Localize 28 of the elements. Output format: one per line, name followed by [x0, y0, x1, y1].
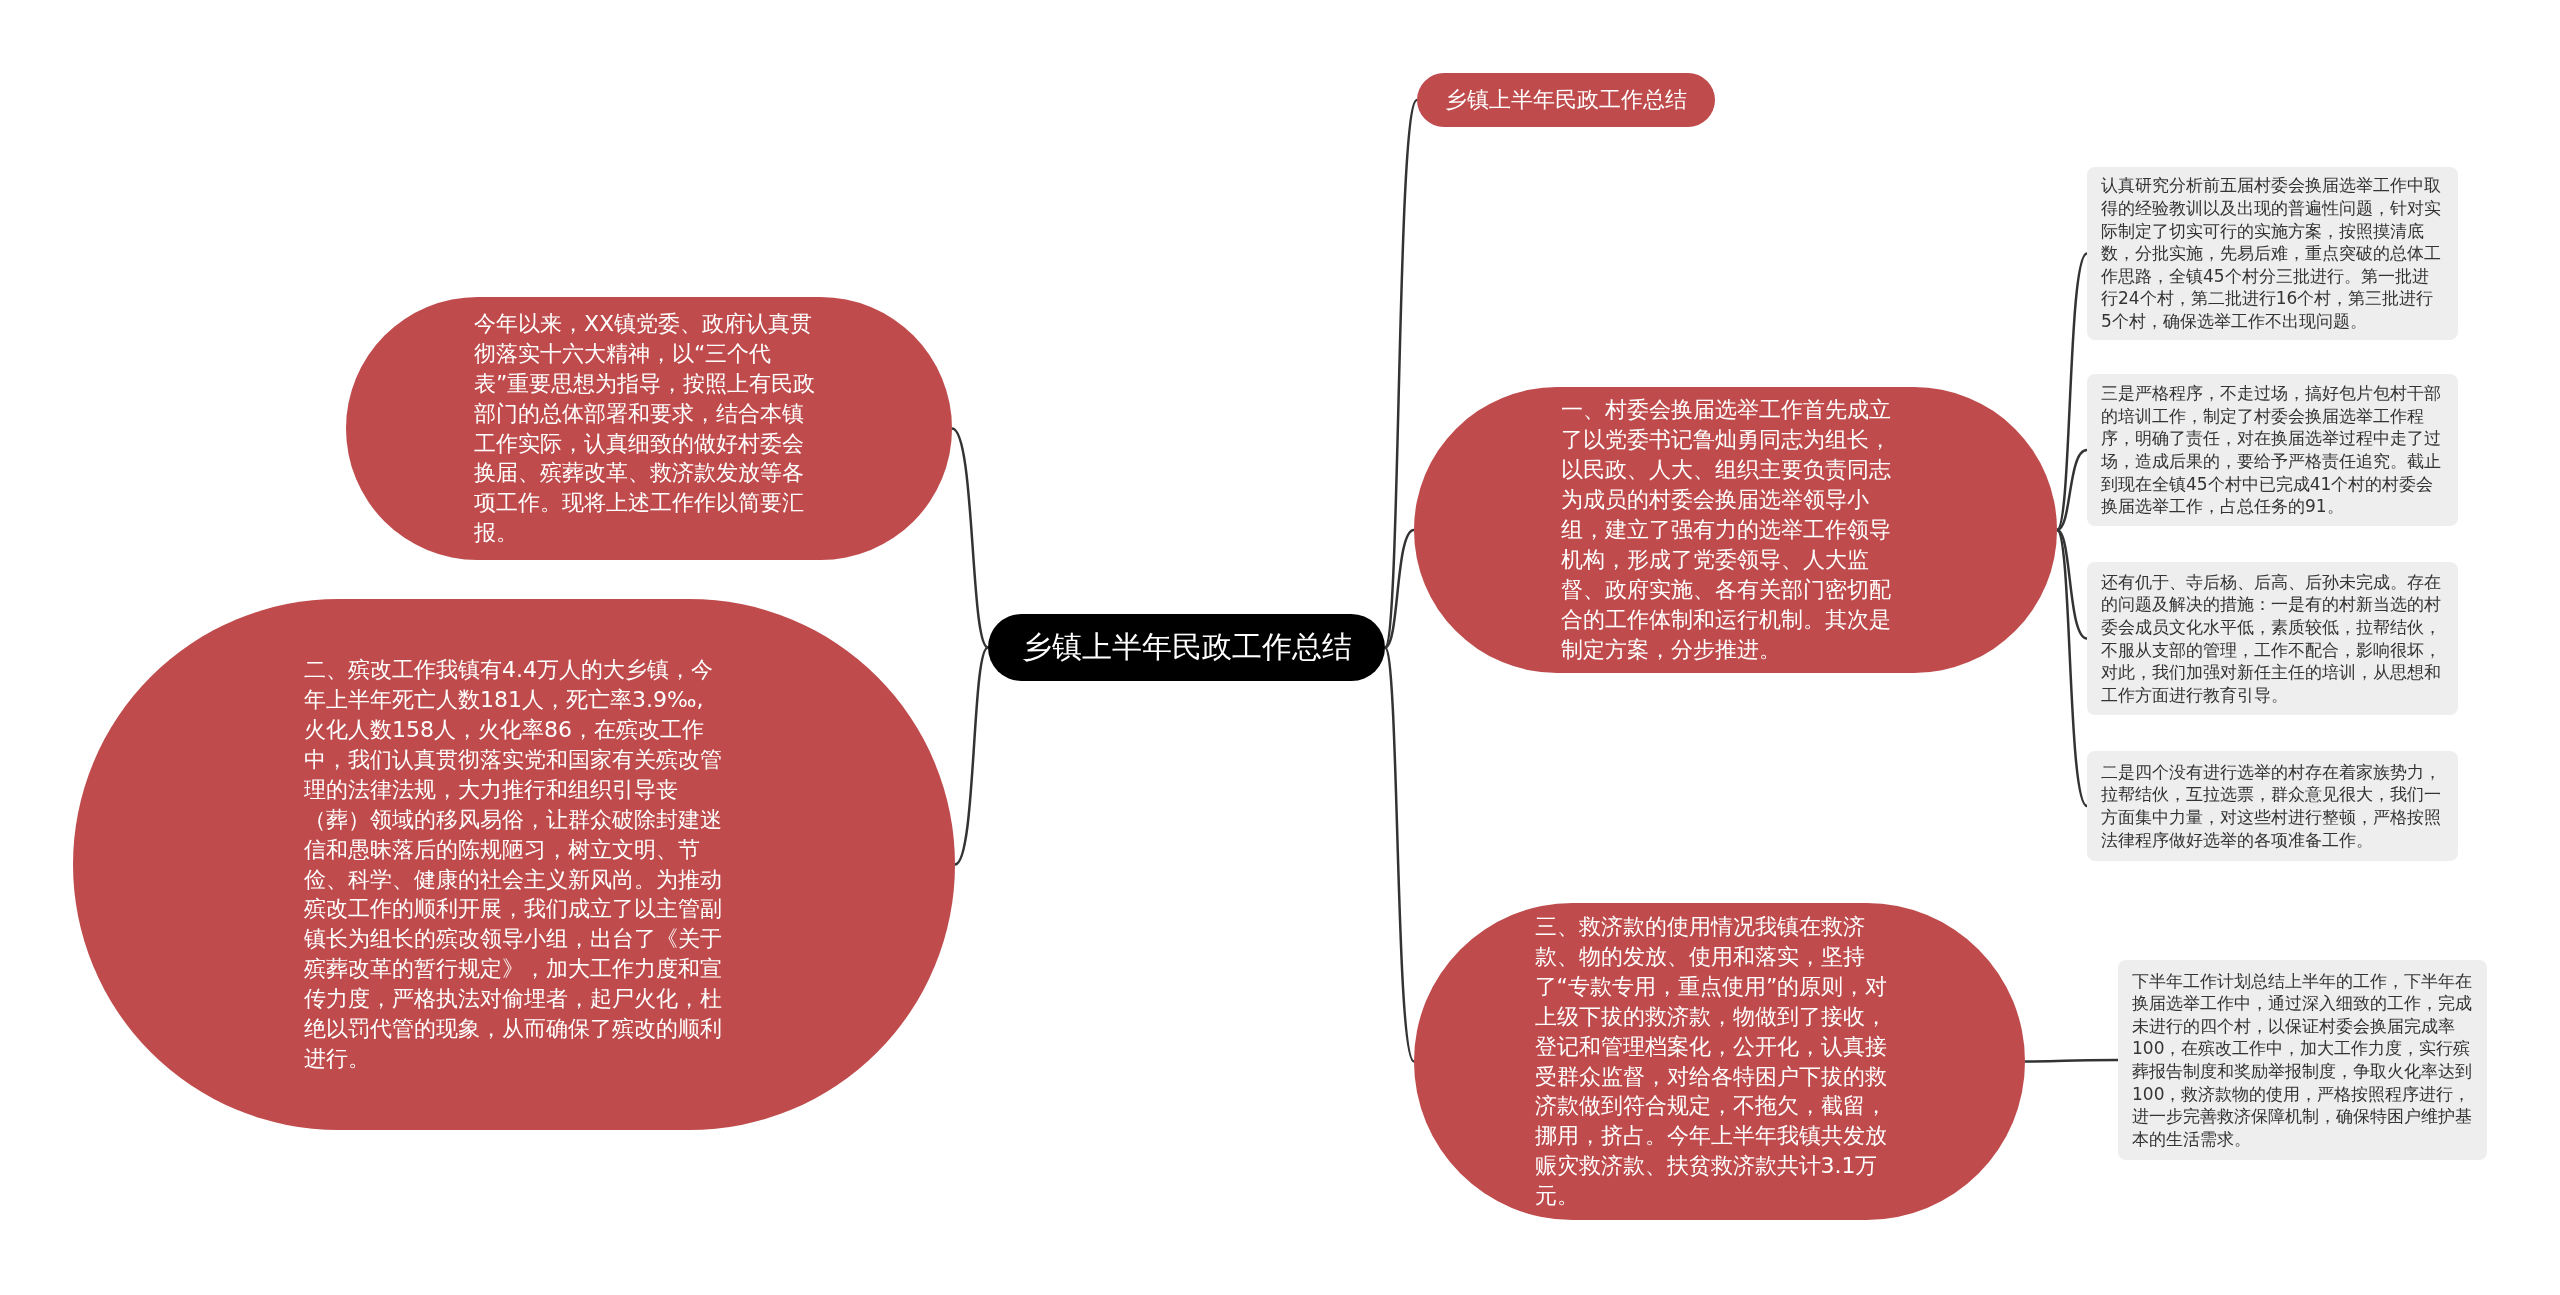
note-text: 下半年工作计划总结上半年的工作，下半年在换届选举工作中，通过深入细致的工作，完成未进行的四个村，以保证村委会换届完成率100，在殡改工作中，加大工作力度，实行殡葬报告制度和奖励举报制度，争取火化率达到100，救济款物的使用，严格按照程序进行，进一步完善救济保障机制，确保特困户维护基本的生活需求。	[2132, 969, 2473, 1151]
connector-line	[2055, 252, 2088, 531]
connector-line	[1383, 647, 1416, 1063]
connector-line	[2056, 528, 2088, 640]
connector-line	[1383, 99, 1419, 648]
connector-line	[951, 427, 989, 649]
connector-line	[1384, 528, 1415, 649]
note-card	[2087, 562, 2458, 715]
topic-text: 乡镇上半年民政工作总结	[1021, 628, 1352, 666]
note-card	[2087, 374, 2458, 526]
connector-line	[2025, 1058, 2118, 1063]
topic-text: 二、殡改工作我镇有4.4万人的大乡镇，今年上半年死亡人数181人，死亡率3.9‰,火化人数158人，火化率86，在殡改工作中，我们认真贯彻落实党和国家有关殡改管理的法律法规，大力推行和组织引导丧（葬）领域的移风易俗，让群众破除封建迷信和愚昧落后的陈规陋习，树立文明、节俭、科学、健康的社会主义新风尚。为推动殡改工作的顺利开展，我们成立了以主管副镇长为组长的殡改领导小组，出台了《关于殡葬改革的暂行规定》，加大工作力度和宣传力度，严格执法对偷埋者，起尸火化，杜绝以罚代管的现象，从而确保了殡改的顺利进行。	[304, 656, 723, 1073]
note-card	[2087, 167, 2458, 340]
topic-text: 今年以来，XX镇党委、政府认真贯彻落实十六大精神，以“三个代表”重要思想为指导，按照上有民政部门的总体部署和要求，结合本镇工作实际，认真细致的做好村委会换届、殡葬改革、救济款发放等各项工作。现将上述工作作以简要汇报。	[474, 309, 817, 548]
topic-text: 三、救济款的使用情况我镇在救济款、物的发放、使用和落实，坚持了“专款专用，重点使用”的原则，对上级下拔的救济款，物做到了接收，登记和管理档案化，公开化，认真接受群众监督，对给各特困户下拔的救济款做到符合规定，不拖欠，截留，挪用，挤占。今年上半年我镇共发放赈灾救济款、扶贫救济款共计3.1万元。	[1534, 912, 1889, 1211]
note-text: 二是四个没有进行选举的村存在着家族势力，拉帮结伙，互拉选票，群众意见很大，我们一方面集中力量，对这些村进行整顿，严格按照法律程序做好选举的各项准备工作。	[2101, 760, 2442, 852]
note-card	[2087, 751, 2458, 861]
note-text: 认真研究分析前五届村委会换届选举工作中取得的经验教训以及出现的普遍性问题，针对实际制定了切实可行的实施方案，按照摸清底数，分批实施，先易后难，重点突破的总体工作思路，全镇45个村分三批进行。第一批进行24个村，第二批进行16个村，第三批进行5个村，确保选举工作不出现问题。	[2101, 174, 2442, 333]
connector-line	[954, 646, 989, 866]
note-text: 还有仉于、寺后杨、后高、后孙未完成。存在的问题及解决的措施：一是有的村新当选的村委会成员文化水平低，素质较低，拉帮结伙，不服从支部的管理，工作不配合，影响很坏，对此，我们加强对新任主任的培训，从思想和工作方面进行教育引导。	[2101, 570, 2442, 707]
note-card	[2118, 960, 2487, 1160]
central-topic	[988, 614, 1385, 681]
note-text: 三是严格程序，不走过场，搞好包片包村干部的培训工作，制定了村委会换届选举工作程序，明确了责任，对在换届选举过程中走了过场，造成后果的，要给予严格责任追究。截止到现在全镇45个村中已完成41个村的村委会换届选举工作，占总任务的91。	[2101, 382, 2442, 518]
topic-text: 乡镇上半年民政工作总结	[1445, 86, 1687, 114]
topic-pill	[1417, 73, 1715, 127]
connector-line	[2055, 529, 2088, 807]
topic-text: 一、村委会换届选举工作首先成立了以党委书记鲁灿勇同志为组长，以民政、人大、组织主要负责同志为成员的村委会换届选举领导小组，建立了强有力的选举工作领导机构，形成了党委领导、人大监督、政府实施、各有关部门密切配合的工作体制和运行机制。其次是制定方案，分步推进。	[1560, 396, 1892, 664]
connector-line	[2056, 448, 2088, 532]
